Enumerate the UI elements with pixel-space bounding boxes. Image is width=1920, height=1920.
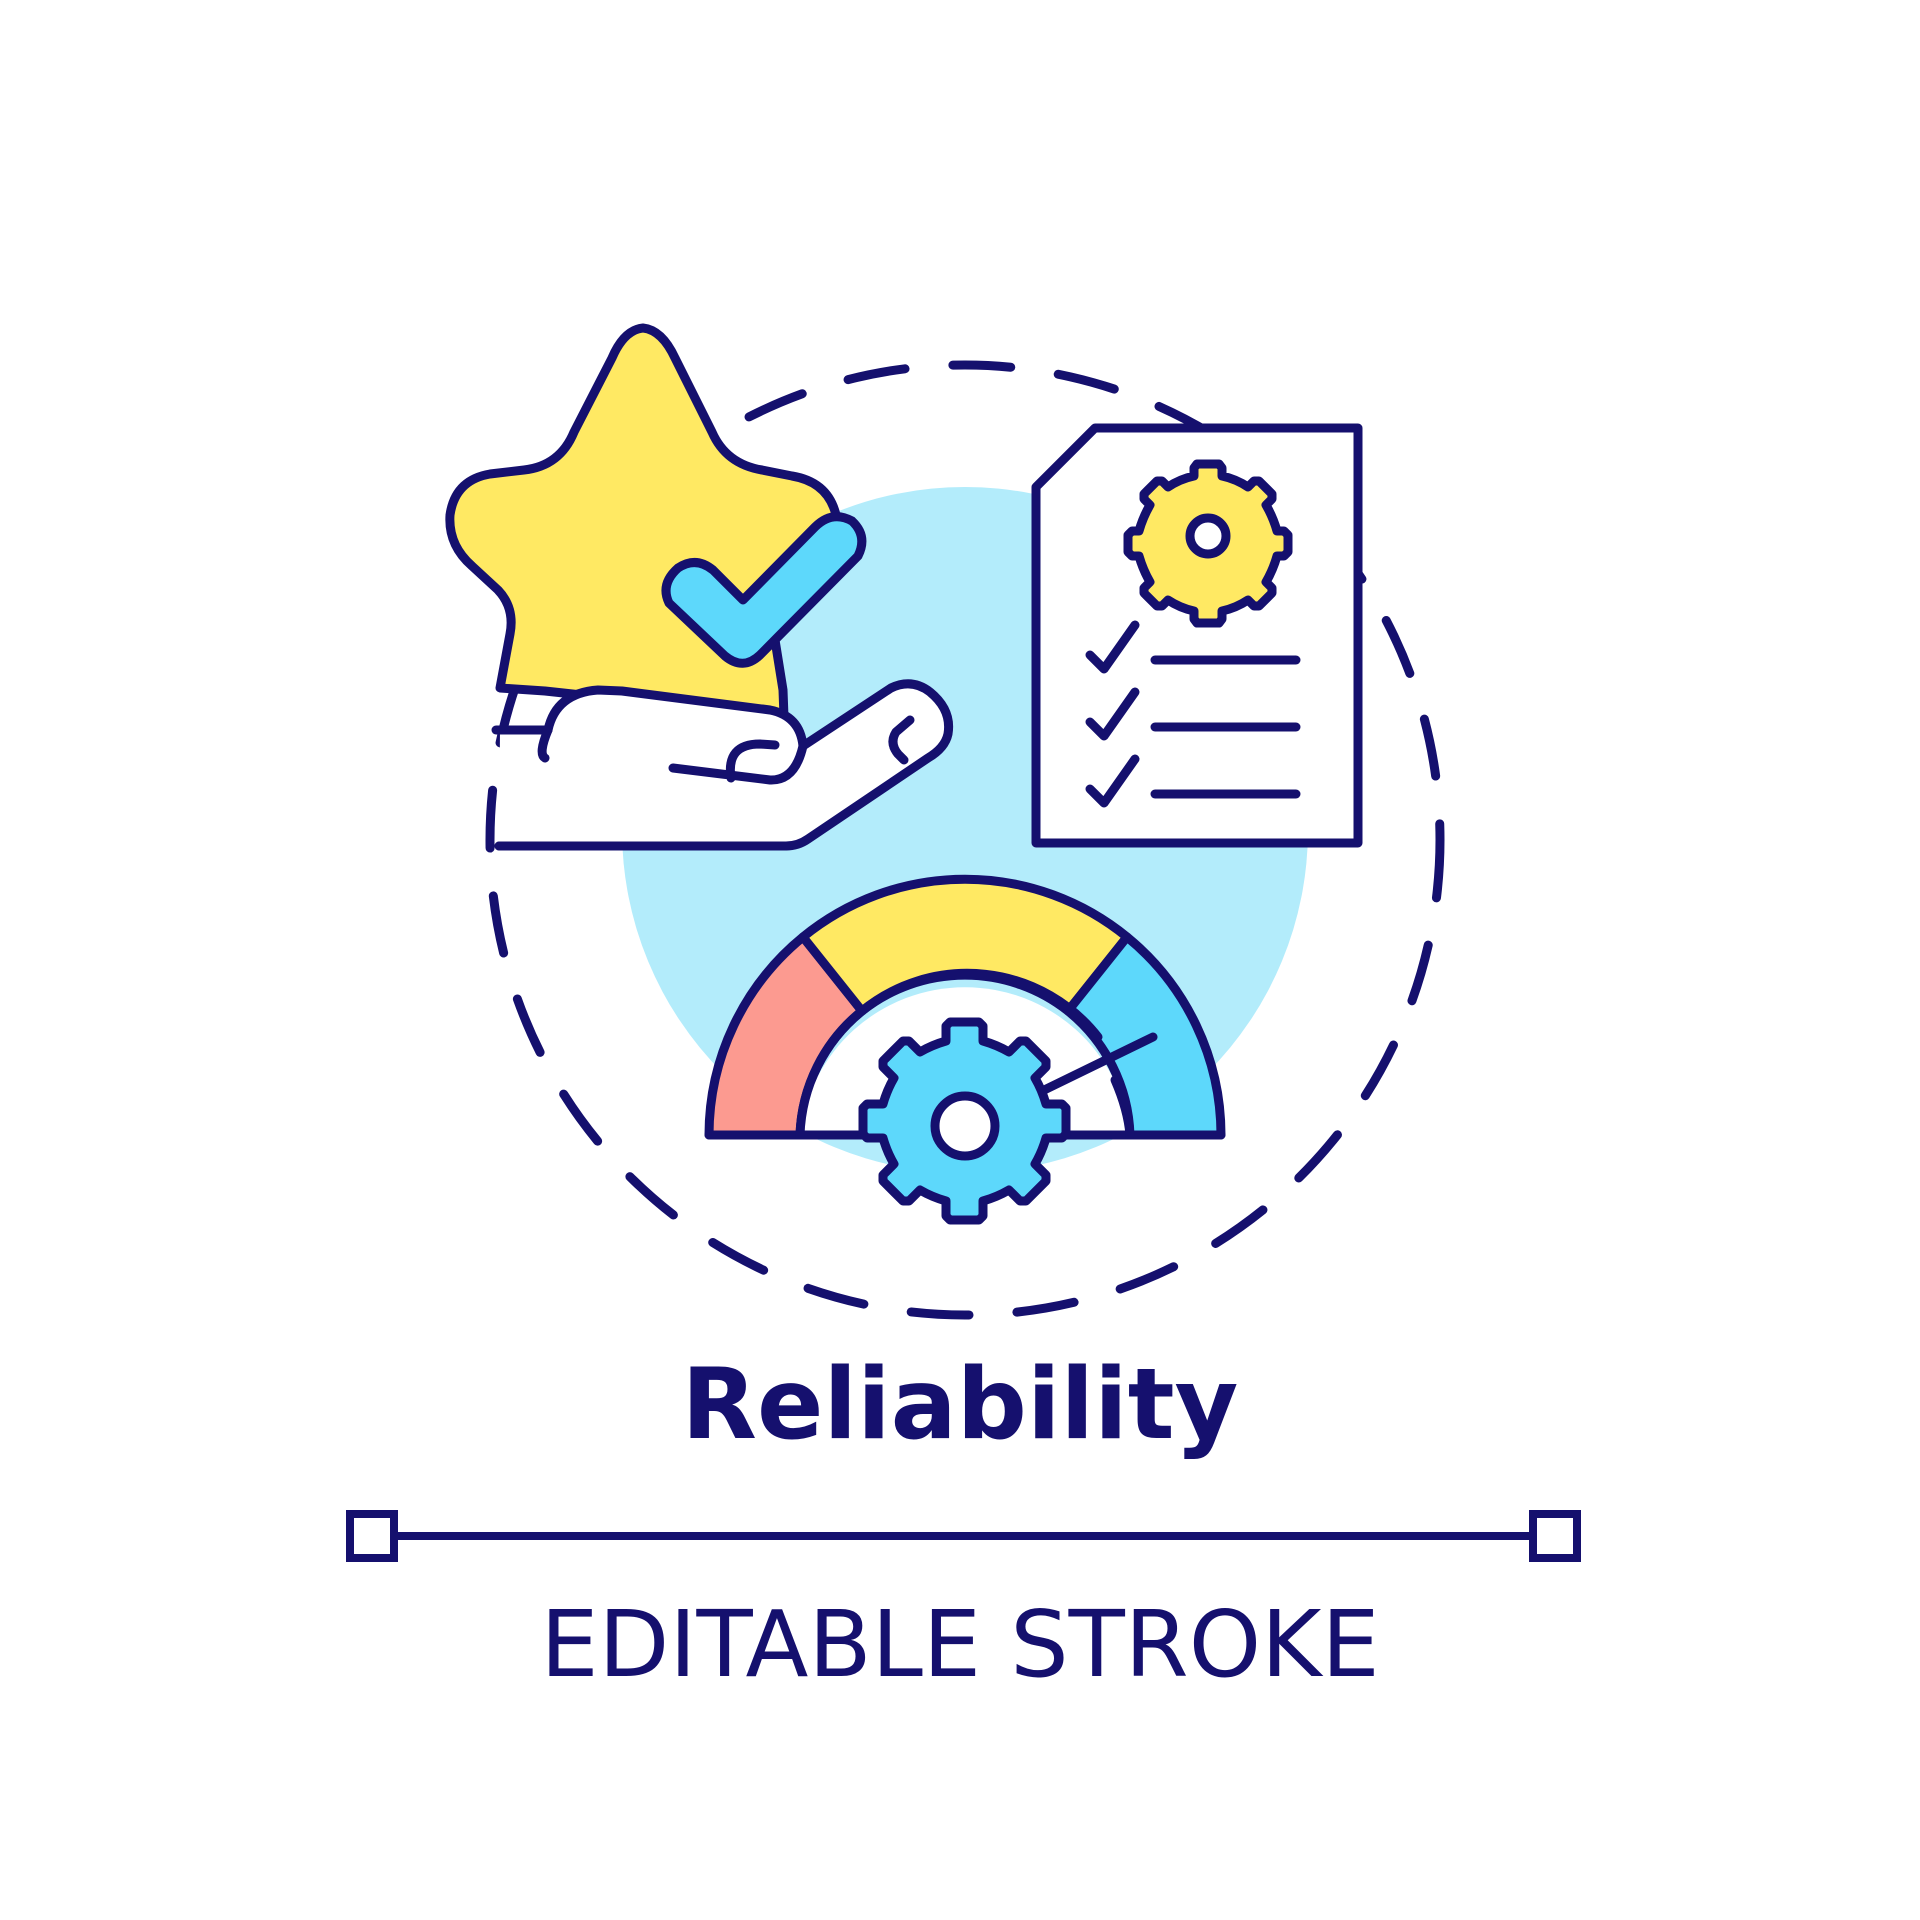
settings-document-icon	[1031, 423, 1363, 848]
page-title: Reliability	[681, 1348, 1239, 1462]
hand-icon	[491, 679, 954, 851]
editable-stroke-label: EDITABLE STROKE	[540, 1591, 1380, 1698]
dashed-ring	[485, 360, 1445, 1320]
gear-icon	[858, 1017, 1071, 1225]
star-check-icon	[445, 323, 867, 722]
